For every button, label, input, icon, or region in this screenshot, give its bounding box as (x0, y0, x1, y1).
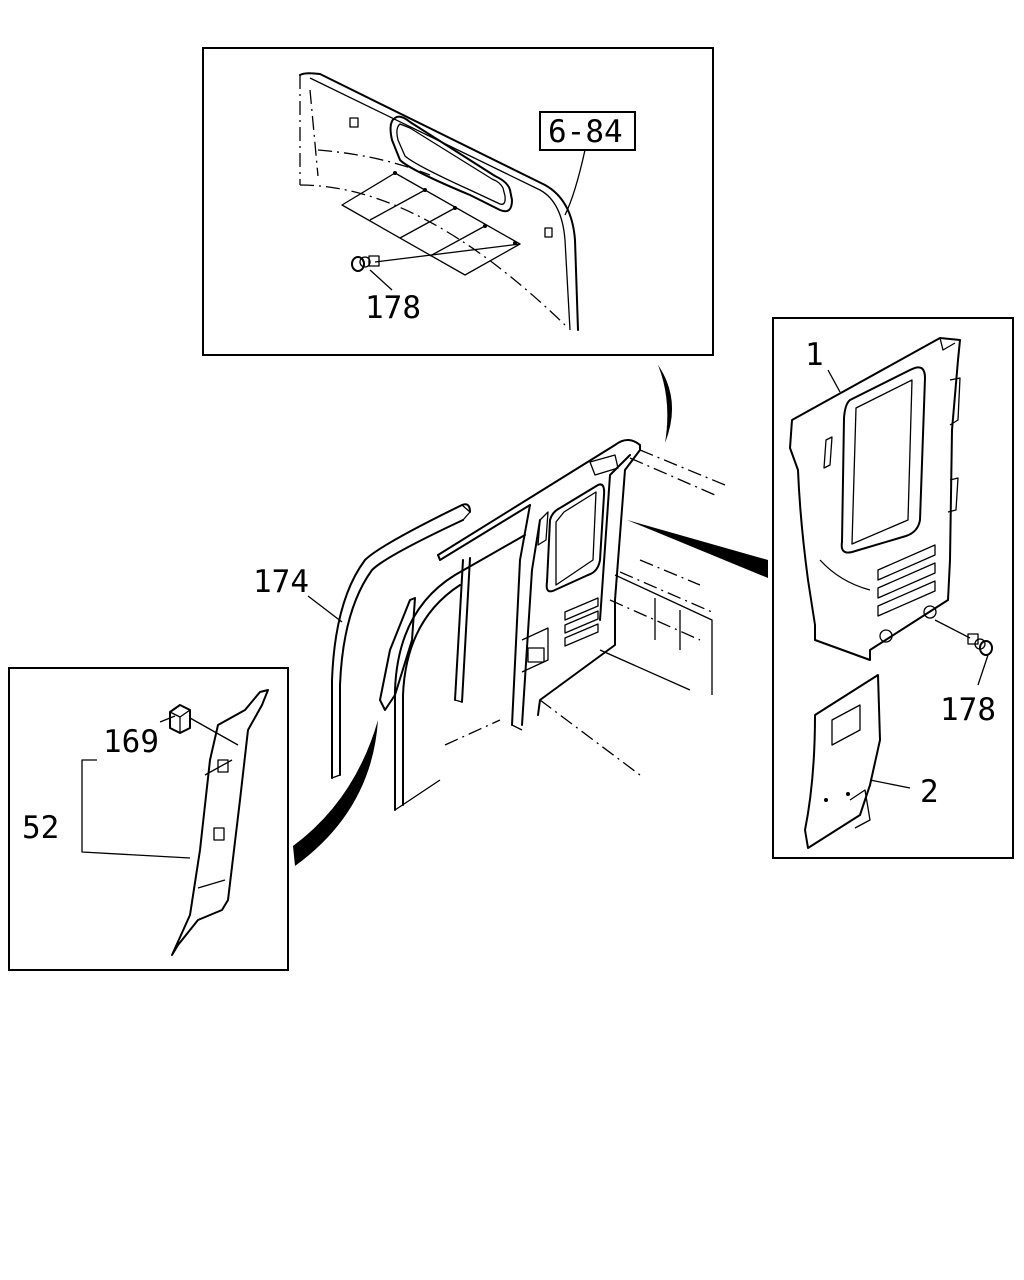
clip-169-icon (169, 704, 191, 734)
label-178-top: 178 (365, 290, 421, 326)
label-2: 2 (920, 774, 939, 810)
label-1: 1 (805, 337, 824, 373)
right-detail-box (772, 317, 1014, 859)
top-detail-box: 6-84 178 (202, 47, 714, 356)
clip-178-top-icon (351, 255, 380, 272)
label-52: 52 (22, 810, 59, 846)
label-169: 169 (103, 724, 159, 760)
label-174: 174 (253, 564, 309, 600)
reference-box (539, 111, 636, 151)
cab-assembly (331, 439, 726, 811)
callout-wedge-left (293, 720, 378, 866)
label-6-84: 6-84 (548, 114, 623, 150)
callout-wedge-right (627, 520, 768, 578)
label-178-right: 178 (940, 692, 996, 728)
clip-178-right-icon (967, 633, 993, 656)
callout-wedge-top (658, 365, 673, 443)
left-detail-box (8, 667, 289, 971)
